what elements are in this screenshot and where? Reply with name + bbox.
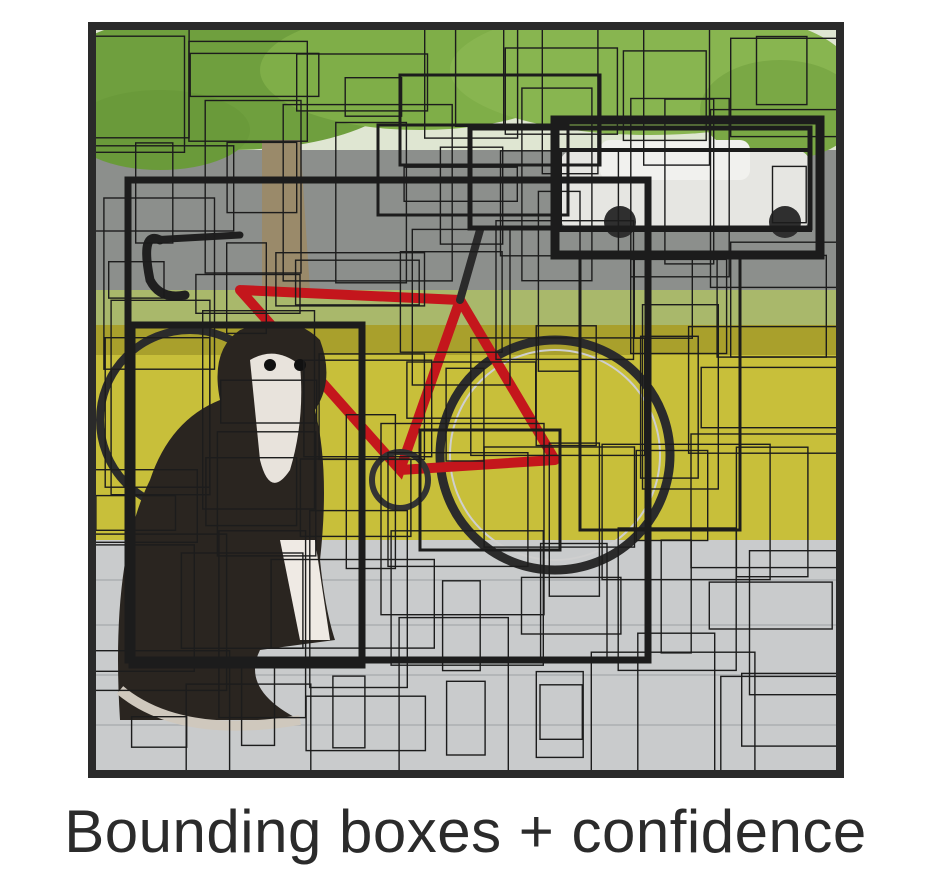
candidate-box xyxy=(201,310,316,510)
candidate-box xyxy=(411,228,511,386)
candidate-box xyxy=(708,581,833,630)
candidate-box xyxy=(399,250,503,353)
candidate-box xyxy=(204,99,302,274)
front-wheel xyxy=(435,335,675,575)
candidate-box xyxy=(96,469,198,544)
candidate-box xyxy=(643,30,711,166)
candidate-box xyxy=(590,651,756,770)
candidate-box xyxy=(180,552,304,650)
candidate-box xyxy=(205,457,298,527)
candidate-box xyxy=(185,683,312,770)
candidate-box xyxy=(445,680,486,756)
high-confidence-boxes xyxy=(124,73,825,669)
candidate-box xyxy=(720,675,836,770)
candidate-box xyxy=(520,576,622,635)
confident-box xyxy=(128,321,366,669)
candidate-box xyxy=(332,675,366,749)
photo xyxy=(96,30,836,770)
candidate-box xyxy=(730,241,836,358)
candidate-box xyxy=(219,379,318,424)
candidate-box xyxy=(296,53,429,112)
wall-shadow xyxy=(96,325,836,355)
candidate-box xyxy=(730,37,836,138)
confident-box xyxy=(578,253,742,532)
confident-box xyxy=(376,123,570,217)
candidate-box xyxy=(299,458,412,538)
candidate-box xyxy=(344,76,403,117)
candidate-box xyxy=(380,422,545,616)
candidate-box xyxy=(303,359,433,458)
candidate-box xyxy=(709,108,836,289)
candidate-box xyxy=(282,103,453,282)
candidate-box xyxy=(270,558,436,649)
candidate-box xyxy=(690,433,836,569)
candidate-box xyxy=(741,672,836,747)
candidate-box xyxy=(96,494,177,532)
candidate-box xyxy=(390,530,545,666)
confident-box xyxy=(398,73,602,167)
confident-box xyxy=(558,148,812,232)
candidate-box xyxy=(96,145,235,232)
candidate-box xyxy=(275,251,426,307)
candidate-box xyxy=(398,616,510,770)
confident-box xyxy=(124,176,652,664)
candidate-box xyxy=(535,670,584,759)
candidate-box xyxy=(305,695,427,752)
candidate-box xyxy=(188,40,308,142)
dog xyxy=(116,322,335,731)
candidate-box xyxy=(225,242,267,335)
candidate-box xyxy=(637,632,716,770)
candidate-box xyxy=(294,259,420,306)
candidate-box xyxy=(535,325,597,447)
candidate-box xyxy=(771,165,807,224)
candidate-box xyxy=(445,367,485,462)
candidate-box xyxy=(104,337,211,488)
candidate-box xyxy=(521,87,593,282)
candidate-box xyxy=(441,580,481,672)
candidate-box xyxy=(664,98,715,265)
candidate-box xyxy=(96,533,228,692)
candidate-box xyxy=(639,335,699,479)
confident-box xyxy=(418,428,562,552)
candidate-boxes xyxy=(96,30,836,770)
candidate-box xyxy=(748,550,836,696)
candidate-box xyxy=(96,544,196,673)
candidate-box xyxy=(755,35,808,106)
candidate-box xyxy=(495,219,635,361)
caption: Bounding boxes + confidence xyxy=(64,798,867,865)
candidate-box xyxy=(107,261,165,299)
candidate-box xyxy=(387,452,529,568)
candidate-box xyxy=(735,446,809,578)
candidate-box xyxy=(617,527,737,672)
candidate-box xyxy=(335,121,408,284)
candidate-box xyxy=(218,530,307,719)
candidate-box xyxy=(539,684,583,740)
candidate-box xyxy=(103,197,216,370)
candidate-box xyxy=(700,366,836,429)
candidate-box xyxy=(189,52,320,98)
candidate-box xyxy=(216,431,317,557)
candidate-box xyxy=(195,273,301,314)
candidate-box xyxy=(601,443,771,581)
candidate-box xyxy=(504,47,619,135)
candidate-box xyxy=(345,414,397,570)
candidate-box xyxy=(641,304,720,490)
candidate-box xyxy=(548,442,601,597)
candidate-box xyxy=(96,650,231,770)
image-frame xyxy=(88,22,844,778)
candidate-box xyxy=(134,142,174,244)
candidate-box xyxy=(403,166,519,202)
